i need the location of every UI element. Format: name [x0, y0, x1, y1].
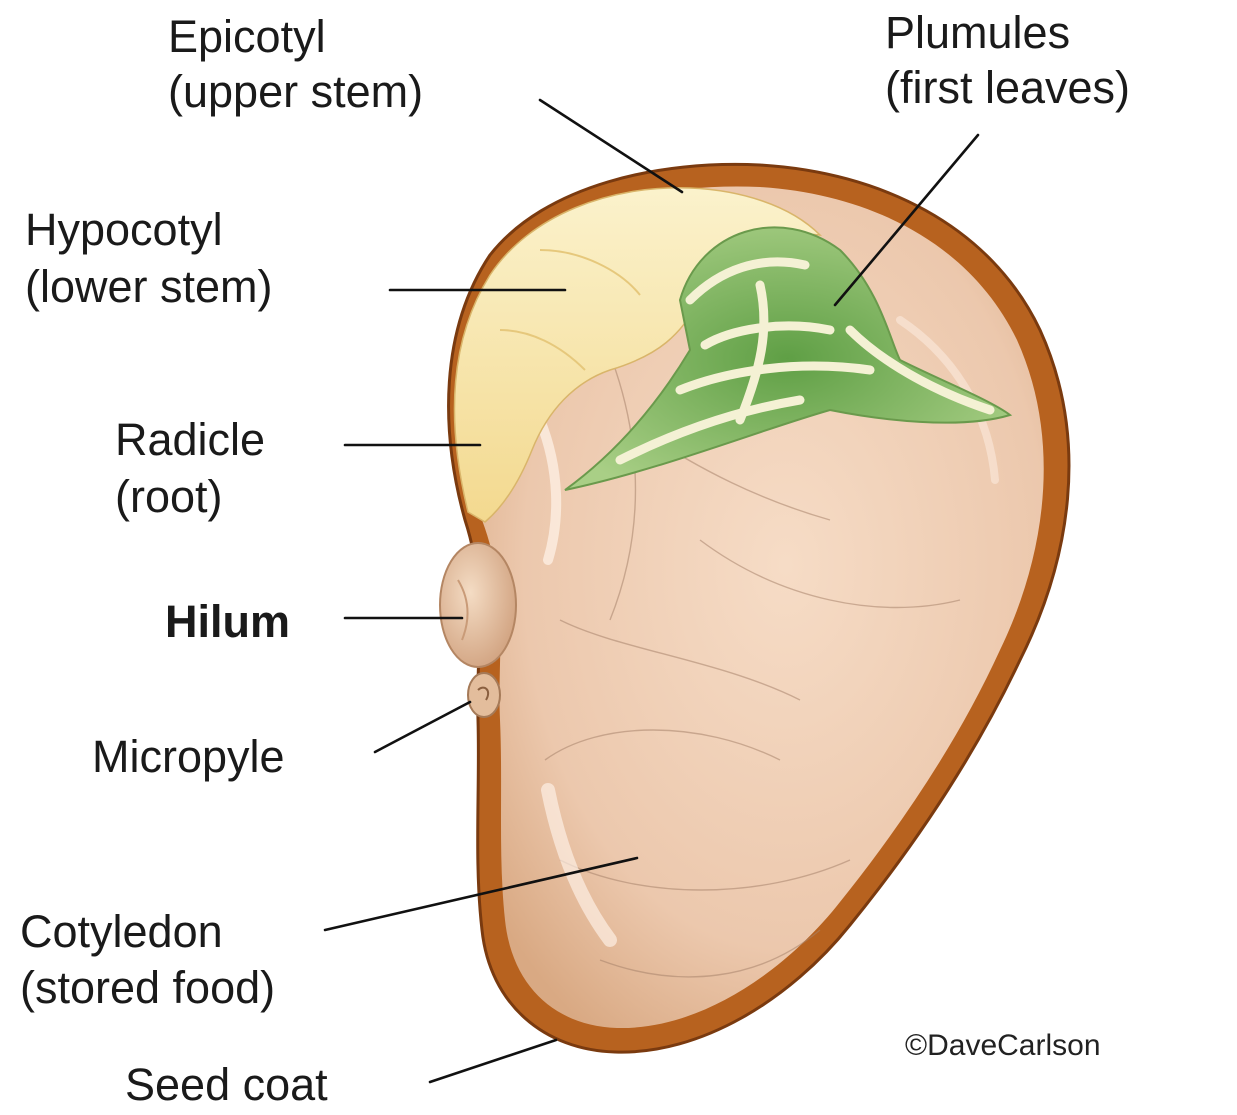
label-cotyledon-name: Cotyledon — [20, 906, 223, 957]
label-cotyledon: Cotyledon (stored food) — [20, 906, 275, 1013]
label-radicle: Radicle (root) — [115, 414, 265, 522]
label-hypocotyl: Hypocotyl (lower stem) — [25, 204, 273, 312]
label-plumules-note: (first leaves) — [885, 62, 1130, 113]
label-radicle-name: Radicle — [115, 414, 265, 465]
label-cotyledon-note: (stored food) — [20, 962, 275, 1013]
label-radicle-note: (root) — [115, 471, 223, 522]
leader-micropyle — [375, 702, 470, 752]
label-epicotyl-note: (upper stem) — [168, 66, 423, 117]
leader-epicotyl — [540, 100, 682, 192]
label-hypocotyl-note: (lower stem) — [25, 261, 273, 312]
micropyle-shape — [468, 673, 500, 717]
leader-seed-coat — [430, 1040, 556, 1082]
hilum-shape — [440, 543, 516, 667]
label-hypocotyl-name: Hypocotyl — [25, 204, 223, 255]
label-plumules: Plumules (first leaves) — [885, 7, 1130, 113]
label-epicotyl: Epicotyl (upper stem) — [168, 11, 423, 117]
label-epicotyl-name: Epicotyl — [168, 11, 326, 62]
label-micropyle: Micropyle — [92, 731, 285, 782]
copyright-credit: ©DaveCarlson — [905, 1029, 1101, 1062]
label-plumules-name: Plumules — [885, 7, 1070, 58]
label-hilum: Hilum — [165, 596, 290, 647]
label-seed-coat: Seed coat — [125, 1059, 328, 1110]
